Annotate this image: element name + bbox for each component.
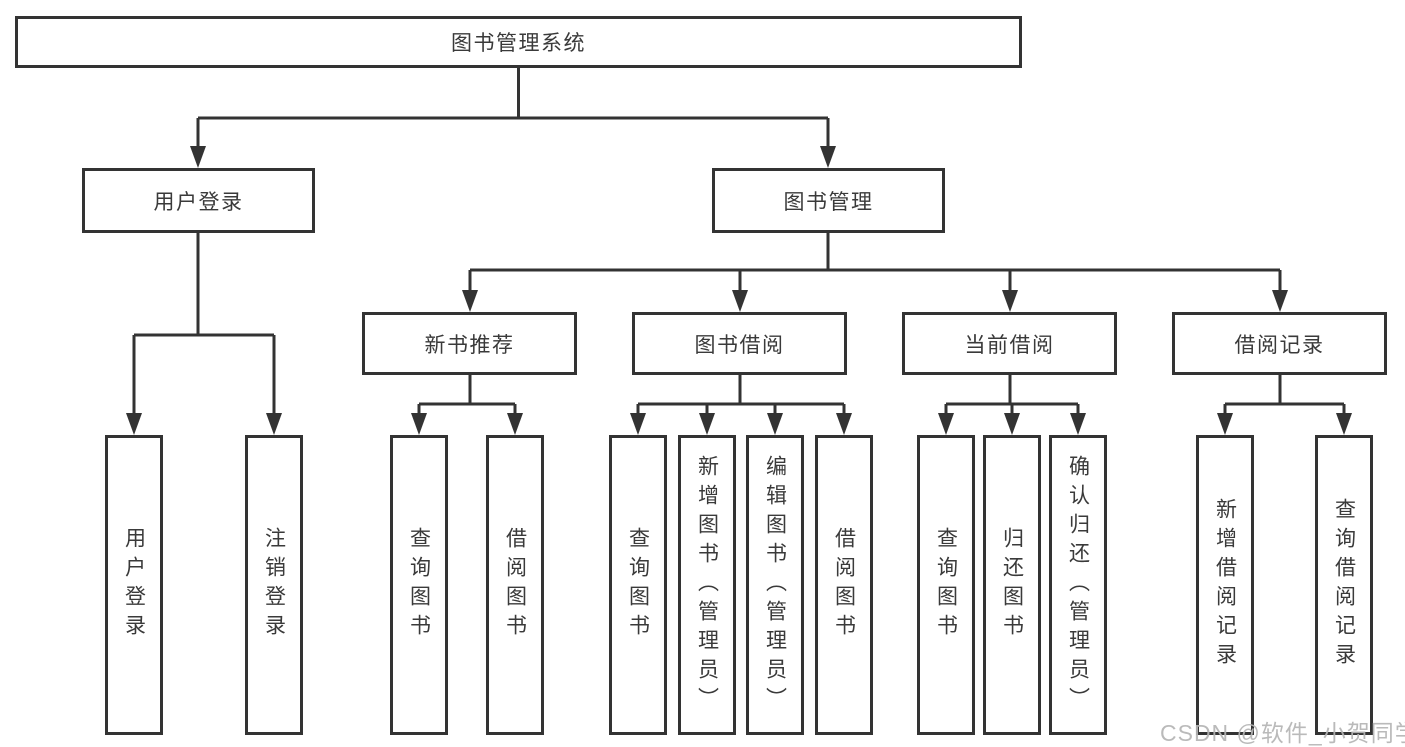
node-label: 当前借阅 (964, 333, 1055, 357)
node-label: 查询借阅记录 (1332, 498, 1356, 672)
node-label: 借阅图书 (832, 527, 856, 643)
node-current-borrowing: 当前借阅 (902, 312, 1117, 375)
node-query-books-1: 查询图书 (390, 435, 448, 735)
node-label: 图书管理系统 (451, 32, 586, 55)
node-label: 用户登录 (122, 527, 146, 643)
node-return-books: 归还图书 (983, 435, 1041, 735)
csdn-watermark: CSDN @软件_小贺同学 (1160, 720, 1405, 746)
node-label: 新增图书（管理员） (695, 454, 719, 716)
node-query-books-3: 查询图书 (917, 435, 975, 735)
node-label: 注销登录 (262, 527, 286, 643)
node-book-management: 图书管理 (712, 168, 945, 233)
node-book-borrowing: 图书借阅 (632, 312, 847, 375)
node-edit-books-admin: 编辑图书（管理员） (746, 435, 804, 735)
node-user-login: 用户登录 (82, 168, 315, 233)
node-label: 图书借阅 (694, 333, 785, 357)
node-label: 编辑图书（管理员） (763, 454, 787, 716)
node-add-borrow-record: 新增借阅记录 (1196, 435, 1254, 735)
node-user-login-leaf: 用户登录 (105, 435, 163, 735)
node-label: 确认归还（管理员） (1066, 454, 1090, 716)
node-library-management-system: 图书管理系统 (15, 16, 1022, 68)
node-confirm-return-admin: 确认归还（管理员） (1049, 435, 1107, 735)
node-label: 用户登录 (153, 190, 244, 214)
node-label: 借阅图书 (503, 527, 527, 643)
node-label: 归还图书 (1000, 527, 1024, 643)
node-label: 查询图书 (934, 527, 958, 643)
node-add-books-admin: 新增图书（管理员） (678, 435, 736, 735)
node-label: 新书推荐 (424, 333, 515, 357)
node-logout: 注销登录 (245, 435, 303, 735)
arrowheads (126, 146, 1352, 435)
node-query-books-2: 查询图书 (609, 435, 667, 735)
node-borrowing-records: 借阅记录 (1172, 312, 1387, 375)
node-label: 图书管理 (783, 190, 874, 214)
node-label: 借阅记录 (1234, 333, 1325, 357)
node-label: 查询图书 (626, 527, 650, 643)
node-query-borrow-record: 查询借阅记录 (1315, 435, 1373, 735)
node-label: 查询图书 (407, 527, 431, 643)
node-borrow-books-1: 借阅图书 (486, 435, 544, 735)
node-borrow-books-2: 借阅图书 (815, 435, 873, 735)
node-new-book-recommendation: 新书推荐 (362, 312, 577, 375)
node-label: 新增借阅记录 (1213, 498, 1237, 672)
